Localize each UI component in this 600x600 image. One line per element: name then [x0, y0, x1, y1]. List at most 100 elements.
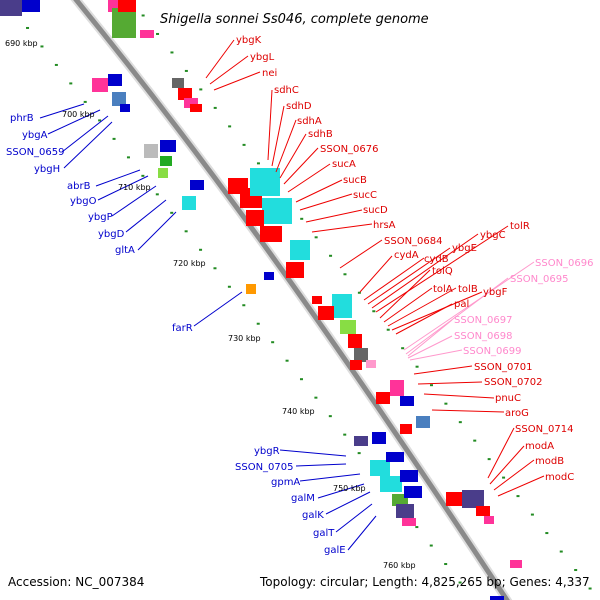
leader-line: [39, 103, 85, 119]
gene-label[interactable]: sucA: [332, 159, 356, 170]
tick-dot: [26, 26, 30, 29]
gene-block: [22, 0, 40, 12]
tick-dot: [242, 143, 246, 146]
kbp-scale: 690 kbp 700 kbp 710 kbp 720 kbp 730 kbp …: [5, 39, 416, 570]
gene-label[interactable]: SSON_0698: [454, 331, 513, 342]
tick-dot: [184, 230, 188, 233]
gene-label[interactable]: modC: [545, 472, 574, 483]
gene-label[interactable]: ybgL: [250, 52, 275, 63]
leader-line: [47, 109, 101, 135]
gene-label[interactable]: SSON_0701: [474, 362, 533, 373]
gene-block: [290, 240, 310, 260]
leader-line: [359, 255, 393, 293]
gene-label[interactable]: galE: [324, 545, 346, 556]
gene-label[interactable]: cydB: [424, 254, 449, 265]
gene-label[interactable]: SSON_0696: [535, 258, 594, 269]
gene-label[interactable]: ybgC: [480, 230, 506, 241]
tick-dot: [502, 476, 506, 479]
gene-label[interactable]: aroG: [505, 408, 529, 419]
tick-dot: [357, 452, 361, 455]
gene-label[interactable]: ybgE: [452, 243, 477, 254]
gene-label[interactable]: sdhB: [308, 129, 333, 140]
gene-label[interactable]: tolA: [433, 284, 453, 295]
gene-label[interactable]: pal: [454, 299, 469, 310]
gene-label[interactable]: SSON_0684: [384, 236, 443, 247]
gene-block: [92, 78, 108, 92]
gene-label[interactable]: SSON_0699: [463, 346, 522, 357]
gene-label[interactable]: farR: [172, 323, 193, 334]
gene-label[interactable]: ybgK: [236, 35, 262, 46]
gene-label[interactable]: SSON_0714: [515, 424, 574, 435]
leader-line: [407, 319, 453, 357]
gene-block: [390, 380, 404, 396]
gene-label[interactable]: abrB: [67, 181, 91, 192]
gene-block: [372, 432, 386, 444]
gene-label[interactable]: SSON_0695: [510, 274, 569, 285]
leader-line: [279, 133, 307, 179]
gene-label[interactable]: phrB: [10, 113, 34, 124]
gene-label[interactable]: ybgA: [22, 130, 48, 141]
gene-label[interactable]: ybgO: [70, 196, 97, 207]
pink-gene-labels: SSON_0696 SSON_0695 SSON_0697 SSON_0698 …: [454, 258, 594, 357]
leader-line: [63, 121, 113, 169]
gene-label[interactable]: modA: [525, 441, 554, 452]
gene-label[interactable]: hrsA: [373, 220, 396, 231]
gene-label[interactable]: gltA: [115, 245, 135, 256]
leader-line: [299, 473, 361, 482]
gene-label[interactable]: tolR: [510, 221, 530, 232]
gene-block: [376, 392, 390, 404]
gene-label[interactable]: SSON_0676: [320, 144, 379, 155]
gene-label[interactable]: ybgD: [98, 229, 125, 240]
kbp-tick: 690 kbp: [5, 39, 38, 48]
tick-dot: [228, 125, 232, 128]
gene-label[interactable]: cydA: [394, 250, 419, 261]
gene-label[interactable]: galT: [313, 528, 335, 539]
gene-label[interactable]: galM: [291, 493, 315, 504]
leader-line: [379, 269, 431, 319]
gene-label[interactable]: ybgF: [483, 287, 508, 298]
gene-label[interactable]: nei: [262, 68, 277, 79]
gene-label[interactable]: sucB: [343, 175, 367, 186]
gene-block: [402, 518, 416, 526]
kbp-tick: 730 kbp: [228, 334, 261, 343]
tick-dot: [429, 384, 433, 387]
tick-dot: [328, 415, 332, 418]
gene-label[interactable]: tolB: [458, 284, 478, 295]
gene-label[interactable]: SSON_0705: [235, 462, 294, 473]
gene-label[interactable]: ybgH: [34, 164, 60, 175]
tick-dot: [213, 267, 217, 270]
leader-line: [305, 209, 363, 223]
right-gene-labels: ybgK ybgL nei sdhC sdhD sdhA sdhB SSON_0…: [236, 35, 574, 483]
leader-line: [487, 427, 515, 479]
leader-line: [497, 475, 545, 497]
gene-label[interactable]: ybgP: [88, 212, 113, 223]
gene-block: [400, 424, 412, 434]
gene-label[interactable]: pnuC: [495, 393, 521, 404]
tick-dot: [69, 82, 73, 85]
gene-label[interactable]: tolQ: [432, 266, 453, 277]
gene-label[interactable]: sucC: [353, 190, 377, 201]
tick-dot: [458, 421, 462, 424]
gene-label[interactable]: sdhC: [274, 85, 299, 96]
gene-label[interactable]: ybgR: [254, 446, 280, 457]
gene-label[interactable]: gpmA: [271, 477, 300, 488]
gene-features: [0, 0, 522, 600]
gene-label[interactable]: sdhA: [297, 116, 322, 127]
gene-block: [462, 490, 484, 508]
leader-line: [275, 119, 297, 173]
leader-line: [375, 225, 509, 313]
gene-label[interactable]: sdhD: [286, 101, 312, 112]
gene-label[interactable]: SSON_0697: [454, 315, 513, 326]
leader-line: [193, 291, 243, 327]
tick-dot: [343, 433, 347, 436]
gene-label[interactable]: sucD: [363, 205, 388, 216]
gene-label[interactable]: SSON_0702: [484, 377, 543, 388]
tick-dot: [170, 51, 174, 54]
tick-dot: [285, 359, 289, 362]
tick-dot: [300, 217, 304, 220]
gene-label[interactable]: SSON_0659: [6, 147, 65, 158]
leader-line: [213, 71, 261, 91]
gene-label[interactable]: modB: [535, 456, 564, 467]
gene-label[interactable]: galK: [302, 510, 324, 521]
leader-line: [61, 115, 109, 153]
